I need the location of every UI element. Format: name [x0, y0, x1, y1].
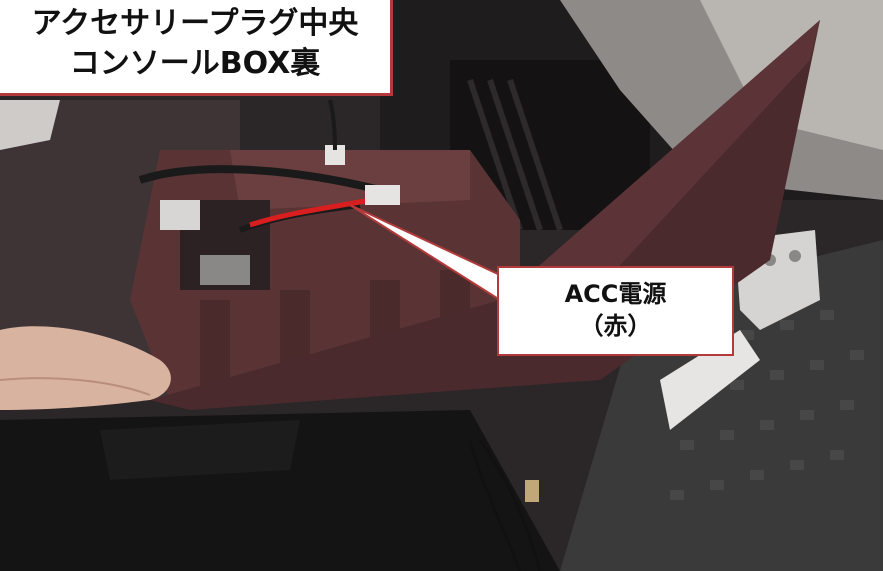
title-line-2: コンソールBOX裏: [69, 46, 321, 81]
acc-red-wire: [249, 197, 371, 228]
acc-power-callout: ACC電源 （赤）: [497, 266, 734, 356]
title-line-1: アクセサリープラグ中央: [31, 6, 359, 41]
callout-line-1: ACC電源: [564, 280, 667, 308]
callout-line-2: （赤）: [579, 312, 652, 340]
title-label-box: アクセサリープラグ中央 コンソールBOX裏: [0, 0, 393, 96]
wiring-harness: [138, 99, 400, 290]
